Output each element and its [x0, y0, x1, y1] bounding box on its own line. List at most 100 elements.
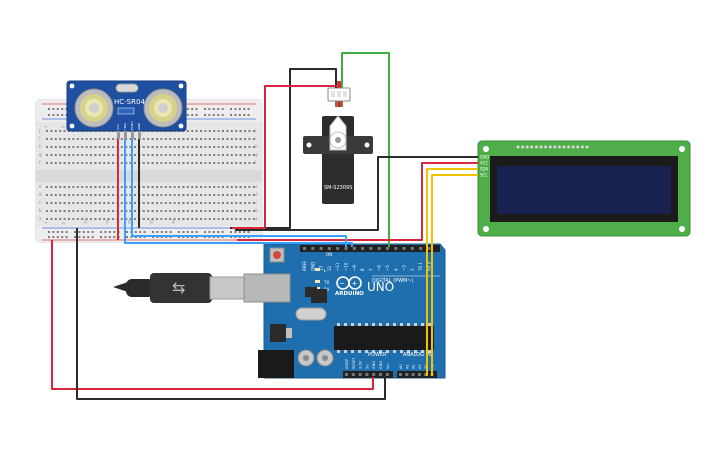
row-letter-d: d [39, 192, 42, 197]
sensor-pin-label-gnd: GND [137, 122, 141, 130]
lcd-header-pins [516, 145, 589, 149]
sensor-pin-label-vcc: VCC [116, 124, 120, 130]
transmitter-transducer [74, 88, 114, 128]
digital-pin-label: 8 [360, 268, 365, 271]
digital-pin-label: GND [310, 262, 315, 271]
analog-pin-label-a3: A3 [418, 364, 422, 369]
power-pin-label: 5V [365, 364, 369, 369]
col-number-15-bottom: 15 [106, 219, 110, 224]
svg-text:−: − [339, 280, 345, 288]
row-letter-d-right: d [255, 192, 258, 197]
atmega-chip [334, 326, 434, 350]
sensor-model-label: HC-SR04 [114, 98, 145, 106]
on-led-label: ON [326, 252, 332, 257]
led-label-tx: TX [323, 280, 329, 285]
power-pin-label: RESET [352, 357, 356, 369]
lcd-sda-wire [426, 168, 478, 376]
row-letter-c-right: c [255, 200, 257, 205]
row-letter-i-right: i [255, 136, 256, 141]
col-number-5-bottom: 5 [62, 222, 66, 224]
col-number-25-bottom: 25 [150, 219, 154, 224]
digital-pin-label: 7 [368, 268, 373, 271]
lcd-ground-wire [235, 156, 478, 231]
digital-pin-label: ~3 [402, 265, 407, 271]
col-number-1: 1 [44, 126, 48, 128]
digital-pin-label: TX 1 [418, 262, 423, 272]
col-number-1-bottom: 1 [44, 222, 48, 224]
svg-text:+: + [352, 280, 358, 288]
col-number-20-bottom: 20 [128, 219, 132, 224]
sensor-pin-label-trig: TRIG [123, 122, 127, 131]
digital-pin-label: AREF [302, 260, 307, 271]
power-jack [258, 350, 294, 378]
servo-model-label: SM-S2309S [324, 185, 352, 191]
board-ground-wire [76, 228, 386, 400]
row-letter-c: c [39, 200, 41, 205]
digital-pin-label: ~10 [344, 262, 349, 271]
lcd-screen [497, 166, 671, 214]
row-letter-i: i [39, 136, 40, 141]
power-pin-label: Vin [386, 363, 390, 369]
col-number-30-bottom: 30 [172, 219, 176, 224]
row-letter-e: e [39, 184, 42, 189]
servo-power-wire [232, 85, 340, 229]
row-letter-f: f [39, 160, 41, 165]
model-label: UNO [367, 280, 394, 294]
digital-pin-label: ~9 [352, 265, 357, 271]
servo-signal-wire [341, 52, 390, 247]
row-letter-f-right: f [255, 160, 257, 165]
digital-pin-label: 2 [410, 268, 415, 271]
analog-header-label: ANALOG IN [403, 352, 431, 358]
row-letter-j: j [38, 128, 40, 133]
lcd-scl-wire [431, 174, 478, 376]
reset-button [273, 251, 281, 259]
sensor-trig-wire [124, 139, 353, 247]
row-letter-b-right: b [255, 208, 258, 213]
digital-header-label: DIGITAL (PWM~) [372, 278, 414, 284]
sensor-pin-label-echo: ECHO [130, 121, 134, 130]
led-label-l: L [324, 268, 327, 273]
digital-pin-label: ~6 [377, 265, 382, 271]
crystal-oscillator [295, 307, 327, 321]
lcd-pin-label-scl: SCL [480, 173, 488, 178]
row-letter-h-right: h [255, 144, 258, 149]
servo-ground-wire [230, 68, 337, 229]
arduino-logo: − + [336, 276, 362, 290]
analog-pin-label-a1: A1 [405, 364, 409, 369]
row-letter-b: b [39, 208, 42, 213]
power-pin-label: 3.3V [359, 360, 363, 369]
digital-pin-label: ~5 [385, 265, 390, 271]
digital-pin-label: 12 [327, 265, 332, 271]
usb-cable: ⇆ [113, 273, 291, 303]
servo-motor: SM-S2309S [303, 81, 373, 204]
lcd-pin-label-vcc: VCC [480, 161, 489, 166]
digital-pin-label: 4 [393, 268, 398, 271]
row-letter-g: g [39, 152, 42, 157]
row-letter-a-right: a [255, 216, 258, 221]
lcd-pin-label-sda: SDA [480, 167, 489, 172]
row-letter-j-right: j [254, 128, 256, 133]
digital-pin-label: RX 0 [427, 261, 432, 271]
row-letter-a: a [39, 216, 42, 221]
lcd-power-wire [237, 162, 478, 241]
receiver-transducer [143, 88, 183, 128]
lcd-pin-label-gnd: GND [480, 155, 489, 160]
digital-pin-label: 13 [319, 265, 324, 271]
power-header-label: POWER [368, 352, 387, 358]
analog-pin-label-a2: A2 [412, 364, 416, 369]
col-number-5: 5 [62, 126, 66, 128]
power-pin-label: GND [379, 361, 383, 369]
row-letter-h: h [39, 144, 42, 149]
usb-icon: ⇆ [172, 278, 185, 297]
row-letter-e-right: e [255, 184, 258, 189]
digital-pin-label: ~11 [335, 262, 340, 271]
analog-pin-label-a0: A0 [399, 364, 403, 369]
brand-label: ARDUINO [335, 291, 364, 297]
